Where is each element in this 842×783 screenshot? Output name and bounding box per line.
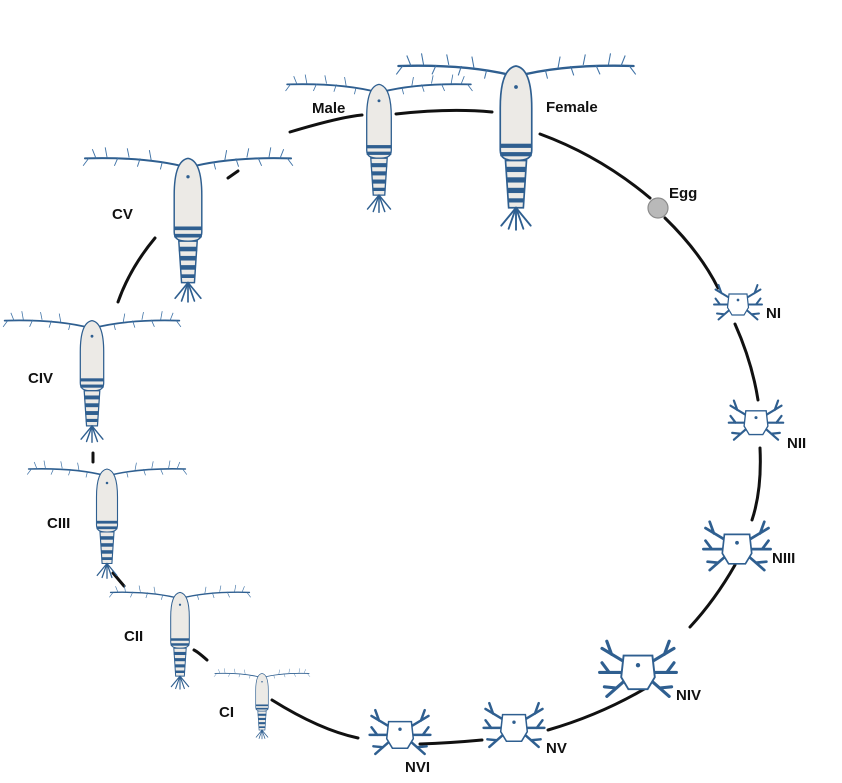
label-n5: NV [546,740,567,757]
label-n3: NIII [772,550,795,567]
label-c4: CIV [28,370,53,387]
label-c5: CV [112,206,133,223]
label-c3: CIII [47,515,70,532]
cycle-ring [91,108,762,746]
nauplius-n6 [368,708,432,756]
label-c1: CI [219,704,234,721]
nauplius-n5 [482,701,546,749]
label-n1: NI [766,305,781,322]
label-n4: NIV [676,687,701,704]
cv-copepodite [82,146,294,303]
label-egg: Egg [669,185,697,202]
male-copepod [284,73,474,214]
label-female: Female [546,99,598,116]
nauplius-n4 [598,639,678,698]
egg-icon [647,197,669,219]
nauplius-n2 [727,399,785,441]
label-c2: CII [124,628,143,645]
nauplius-n1 [713,284,763,321]
label-n2: NII [787,435,806,452]
label-male: Male [312,100,345,117]
label-n6: NVI [405,759,430,776]
nauplius-n3 [702,520,772,572]
